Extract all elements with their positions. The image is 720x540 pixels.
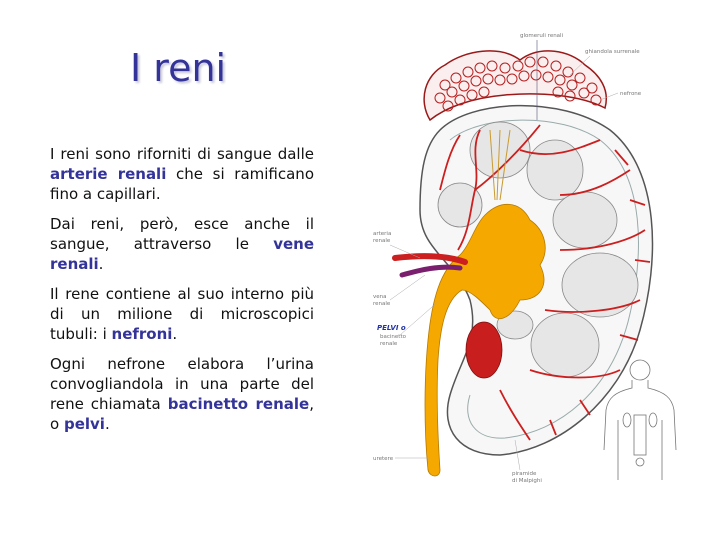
highlight-pelvi: pelvi <box>63 415 105 433</box>
text-run: Il rene contiene al suo interno più di u… <box>50 285 314 343</box>
paragraph-nephrons: Il rene contiene al suo interno più di u… <box>50 284 314 344</box>
text-run: . <box>98 255 104 273</box>
slide-title: I reni <box>130 46 227 90</box>
text-run: . <box>104 415 110 433</box>
kidney-illustration: glomeruli renali ghiandola surrenale nef… <box>373 33 677 484</box>
label-arteria-2: renale <box>373 238 391 244</box>
text-run: , o <box>50 395 314 433</box>
text-run: Ogni nefrone elabora l’urina convogliand… <box>50 355 314 413</box>
label-vena: vena <box>373 294 387 300</box>
label-glomeruli: glomeruli renali <box>520 33 564 39</box>
slide-body: I reni sono riforniti di sangue dalle ar… <box>50 144 314 444</box>
highlight-arterie-renali: arterie renali <box>50 165 167 183</box>
label-piramide: piramide <box>512 471 537 477</box>
paragraph-veins: Dai reni, però, esce anche il sangue, at… <box>50 214 314 274</box>
highlight-vene-renali: vene renali <box>50 235 314 273</box>
label-uretere: uretere <box>373 456 394 462</box>
text-run: . <box>172 325 178 343</box>
label-pelvi: PELVI o <box>377 324 406 332</box>
label-vena-2: renale <box>373 301 391 307</box>
paragraph-pelvis: Ogni nefrone elabora l’urina convogliand… <box>50 354 314 434</box>
text-run: I reni sono riforniti di sangue dalle <box>50 145 314 163</box>
label-piramide-2: di Malpighi <box>512 478 542 484</box>
diagram-labels: glomeruli renali ghiandola surrenale nef… <box>373 33 642 484</box>
label-bacinetto: bacinetto <box>380 334 407 340</box>
highlight-bacinetto-renale: bacinetto renale <box>167 395 310 413</box>
paragraph-arteries: I reni sono riforniti di sangue dalle ar… <box>50 144 314 204</box>
kidney <box>392 104 654 477</box>
renal-vein <box>399 264 463 278</box>
label-bacinetto-2: renale <box>380 341 398 347</box>
renal-artery <box>392 253 468 265</box>
highlighted-pyramid <box>465 321 503 379</box>
label-arteria: arteria <box>373 231 391 237</box>
adrenal-gland <box>423 50 607 122</box>
text-run: Dai reni, però, esce anche il sangue, at… <box>50 215 314 253</box>
highlight-nefroni: nefroni <box>111 325 173 343</box>
label-nefrone: nefrone <box>620 91 642 97</box>
label-ghiandola: ghiandola surrenale <box>585 49 640 55</box>
text-run: che si ramificano fino a capillari. <box>50 165 314 203</box>
human-silhouette <box>603 359 677 480</box>
